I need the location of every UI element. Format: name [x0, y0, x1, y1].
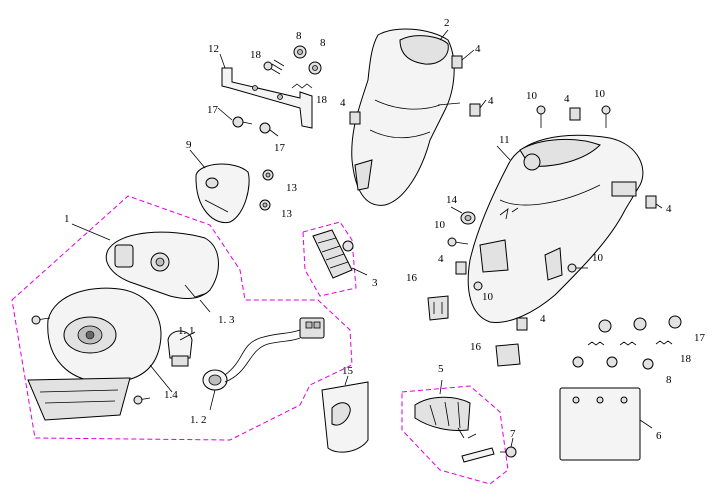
label-18-b: 18: [316, 94, 328, 106]
wiring-harness: [224, 317, 325, 383]
label-9: 9: [186, 139, 192, 151]
clip-4-d: [569, 107, 581, 121]
socket-1-2: [202, 369, 228, 391]
screw-17-a: [232, 116, 253, 128]
label-4-g: 4: [540, 313, 546, 325]
label-11: 11: [499, 134, 510, 146]
nut-8-b: [308, 61, 322, 75]
label-2: 2: [444, 17, 450, 29]
nut-8-a: [293, 45, 307, 59]
clamp-16-a: [427, 295, 449, 321]
label-1-2: 1. 2: [190, 414, 207, 426]
label-10-e: 10: [482, 291, 494, 303]
label-16-b: 16: [470, 341, 482, 353]
grommet-14: [460, 211, 476, 225]
group-5-outline: [401, 385, 509, 485]
label-17-c: 17: [694, 332, 706, 344]
screw-10-c: [447, 237, 469, 247]
license-light-9: [195, 163, 250, 224]
label-1-1: 1. 1: [178, 325, 195, 337]
splash-guard-5: [414, 396, 471, 431]
label-10-a: 10: [526, 90, 538, 102]
screw-1-4-a: [31, 315, 51, 325]
label-14: 14: [446, 194, 458, 206]
leader-lines: [71, 29, 663, 448]
label-16-a: 16: [406, 272, 418, 284]
cover-15: [321, 381, 369, 453]
clip-4-g: [516, 317, 528, 331]
label-13-b: 13: [281, 208, 293, 220]
reflector-strip: [27, 377, 131, 421]
screw-17-c: [598, 315, 682, 333]
label-8-a: 8: [296, 30, 302, 42]
clip-4-f: [455, 261, 467, 275]
nut-13-b: [259, 199, 271, 211]
label-4-d: 4: [564, 93, 570, 105]
label-13-a: 13: [286, 182, 298, 194]
spring-18-c: [587, 340, 673, 346]
rear-fender-11: [467, 134, 644, 323]
group-1-outline: [11, 195, 353, 441]
screw-10-b: [601, 105, 611, 128]
label-4-b: 4: [488, 95, 494, 107]
rear-mudguard-2: [351, 28, 461, 206]
nut-8-c: [572, 356, 654, 370]
group-3-outline: [302, 221, 357, 297]
tail-light-lens-1-4: [47, 287, 162, 383]
license-plate-6: [559, 387, 641, 461]
label-8-c: 8: [666, 374, 672, 386]
label-8-b: 8: [320, 37, 326, 49]
label-17-a: 17: [207, 104, 219, 116]
label-18-a: 18: [250, 49, 262, 61]
screw-10-d: [567, 263, 588, 273]
label-17-b: 17: [274, 142, 286, 154]
bulb-1-1: [167, 330, 193, 367]
label-12: 12: [208, 43, 219, 55]
label-1-3: 1. 3: [218, 314, 235, 326]
bolt-18-a: [263, 59, 285, 75]
bracket-12: [221, 67, 313, 129]
spring-18-b: [291, 83, 313, 89]
label-4-a: 4: [475, 43, 481, 55]
callout-labels: 1 1. 1 1. 2 1. 3 1.4 2 3 4 4 4 4 4 4 4 5…: [64, 17, 706, 442]
screw-10-a: [536, 105, 546, 128]
label-18-c: 18: [680, 353, 692, 365]
tail-light-housing-1-3: [105, 231, 219, 299]
screw-10-e: [473, 281, 483, 291]
screw-1-4-b: [133, 395, 151, 405]
label-6: 6: [656, 430, 662, 442]
bracket-5: [457, 427, 495, 463]
label-1-4: 1.4: [164, 389, 178, 401]
screw-7: [500, 446, 517, 458]
label-4-c: 4: [340, 97, 346, 109]
label-10-d: 10: [592, 252, 604, 264]
reflector-3: [312, 229, 354, 279]
nut-13-a: [262, 169, 274, 181]
clamp-16-b: [495, 343, 521, 367]
label-10-b: 10: [594, 88, 606, 100]
clip-4-b: [469, 103, 481, 117]
label-15: 15: [342, 365, 354, 377]
label-3: 3: [372, 277, 378, 289]
label-4-e: 4: [666, 203, 672, 215]
label-7: 7: [510, 428, 516, 440]
clip-4-e: [645, 195, 657, 209]
label-1: 1: [64, 213, 70, 225]
clip-4-a: [451, 55, 463, 69]
label-10-c: 10: [434, 219, 446, 231]
label-4-f: 4: [438, 253, 444, 265]
screw-17-b: [259, 122, 279, 137]
clip-4-c: [349, 111, 361, 125]
label-5: 5: [438, 363, 444, 375]
